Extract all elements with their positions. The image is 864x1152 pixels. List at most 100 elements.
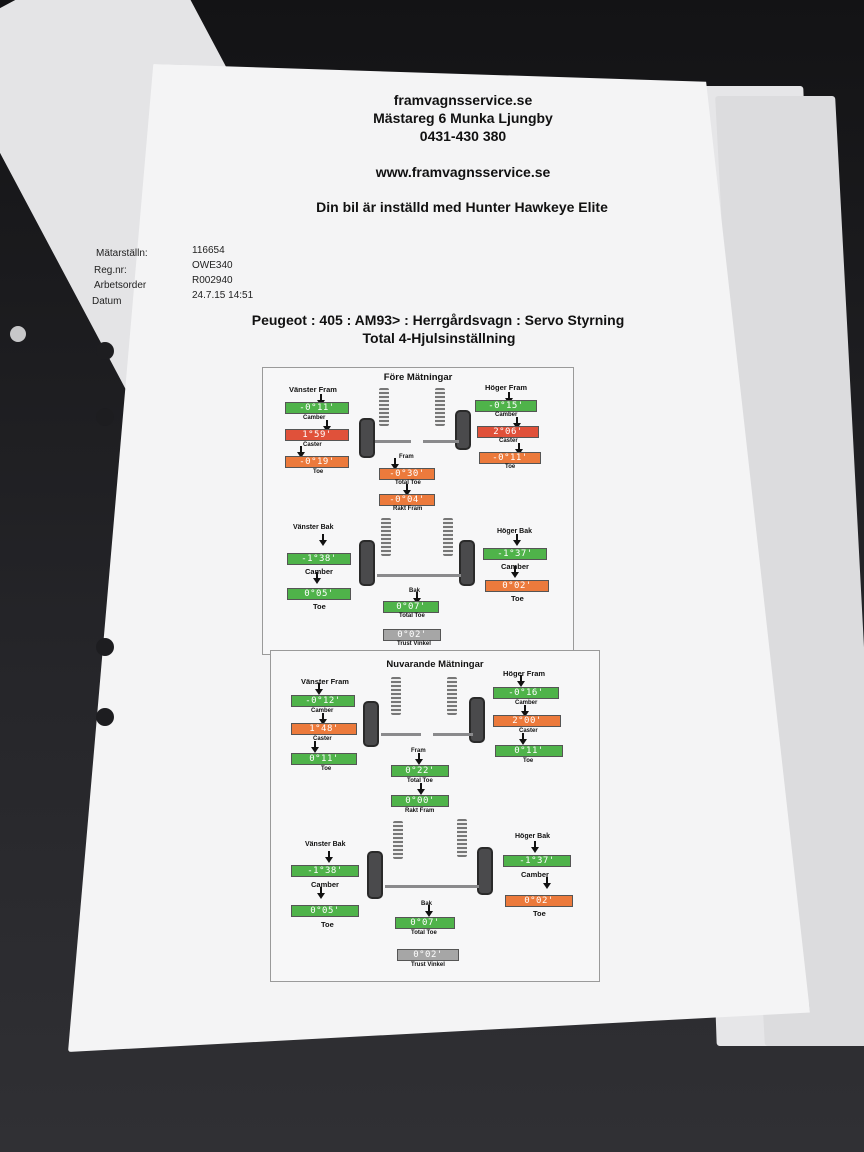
before-rl-camber-label: Camber xyxy=(305,567,333,576)
after-thrust-label: Trust Vinkel xyxy=(411,962,445,968)
before-straight-ahead-label: Rakt Fram xyxy=(393,506,423,512)
after-panel-title: Nuvarande Mätningar xyxy=(386,659,484,670)
before-rr-toe-gauge: 0°02' xyxy=(485,580,549,592)
after-front-label: Fram xyxy=(411,748,426,754)
before-rl-toe-label: Toe xyxy=(313,602,326,611)
arrow-icon xyxy=(425,905,433,917)
before-thrust-label: Trust Vinkel xyxy=(397,641,431,647)
after-thrust-gauge: 0°02' xyxy=(397,949,459,961)
after-rl-toe-label: Toe xyxy=(321,920,334,929)
punch-hole xyxy=(96,638,114,656)
before-fr-caster-gauge: 2°06' xyxy=(477,426,539,438)
punch-hole xyxy=(96,408,114,426)
company-website: www.framvagnsservice.se xyxy=(375,164,551,180)
after-straight-ahead-label: Rakt Fram xyxy=(405,808,435,814)
after-rl-toe-gauge: 0°05' xyxy=(291,905,359,917)
after-front-total-toe-label: Total Toe xyxy=(407,778,433,784)
front-right-strut xyxy=(435,388,445,426)
punch-hole xyxy=(10,326,26,342)
before-straight-ahead-gauge: -0°04' xyxy=(379,494,435,506)
after-fr-caster-label: Caster xyxy=(519,728,538,734)
arrow-icon xyxy=(417,783,425,795)
front-right-strut xyxy=(447,677,457,715)
after-front-left-label: Vänster Fram xyxy=(301,677,349,686)
rear-left-wheel xyxy=(367,851,383,899)
rear-left-strut xyxy=(393,821,403,859)
arrow-icon xyxy=(319,534,327,546)
before-rear-label: Bak xyxy=(409,588,421,594)
meta-label-regnr: Reg.nr: xyxy=(94,265,127,276)
before-panel-title: Före Mätningar xyxy=(383,372,453,383)
rear-axle xyxy=(377,574,461,577)
after-rear-total-toe-gauge: 0°07' xyxy=(395,917,455,929)
front-right-arm xyxy=(423,440,459,443)
before-fl-caster-label: Caster xyxy=(303,442,322,448)
before-front-label: Fram xyxy=(399,454,414,460)
arrow-icon xyxy=(297,446,305,458)
before-fr-camber-gauge: -0°15' xyxy=(475,400,537,412)
after-rl-camber-gauge: -1°38' xyxy=(291,865,359,877)
before-rear-total-toe-label: Total Toe xyxy=(399,613,425,619)
before-front-total-toe-gauge: -0°30' xyxy=(379,468,435,480)
after-fl-camber-label: Camber xyxy=(311,708,334,714)
meta-label-odometer: Mätarställn: xyxy=(96,248,148,259)
company-phone: 0431-430 380 xyxy=(419,128,507,144)
arrow-icon xyxy=(403,484,411,496)
arrow-icon xyxy=(531,841,539,853)
meta-label-date: Datum xyxy=(92,296,122,307)
arrow-icon xyxy=(391,458,399,470)
front-right-wheel xyxy=(455,410,471,450)
vehicle-subtitle: Total 4-Hjulsinställning xyxy=(362,330,516,346)
vehicle-title: Peugeot : 405 : AM93> : Herrgårdsvagn : … xyxy=(251,312,625,328)
before-front-left-label: Vänster Fram xyxy=(289,385,337,394)
front-left-wheel xyxy=(359,418,375,458)
after-fr-camber-gauge: -0°16' xyxy=(493,687,559,699)
arrow-icon xyxy=(511,566,519,578)
before-thrust-gauge: 0°02' xyxy=(383,629,441,641)
front-left-arm xyxy=(375,440,411,443)
before-fr-caster-label: Caster xyxy=(499,438,518,444)
punch-hole xyxy=(96,342,114,360)
after-rear-label: Bak xyxy=(421,901,433,907)
after-fr-toe-label: Toe xyxy=(523,758,534,764)
before-rl-camber-gauge: -1°38' xyxy=(287,553,351,565)
arrow-icon xyxy=(319,713,327,725)
meta-value-workorder: R002940 xyxy=(192,275,233,286)
after-rear-right-label: Höger Bak xyxy=(515,833,551,840)
meta-value-regnr: OWE340 xyxy=(192,260,233,271)
before-fr-camber-label: Camber xyxy=(495,412,518,418)
company-name: framvagnsservice.se xyxy=(393,92,533,108)
front-right-arm xyxy=(433,733,473,736)
rear-left-strut xyxy=(381,518,391,556)
after-fr-camber-label: Camber xyxy=(515,700,538,706)
after-fl-caster-label: Caster xyxy=(313,736,332,742)
after-rear-total-toe-label: Total Toe xyxy=(411,930,437,936)
before-measurements-panel: Före Mätningar Vänster Fram Höger Fram -… xyxy=(262,367,574,655)
front-left-strut xyxy=(391,677,401,715)
arrow-icon xyxy=(317,887,325,899)
after-rr-toe-gauge: 0°02' xyxy=(505,895,573,907)
after-fl-toe-label: Toe xyxy=(321,766,332,772)
after-fr-toe-gauge: 0°11' xyxy=(495,745,563,757)
before-fl-caster-gauge: 1°59' xyxy=(285,429,349,441)
front-left-arm xyxy=(381,733,421,736)
before-rear-right-label: Höger Bak xyxy=(497,528,533,535)
punch-hole xyxy=(96,708,114,726)
meta-value-odometer: 116654 xyxy=(192,245,225,256)
rear-right-wheel xyxy=(459,540,475,586)
before-front-right-label: Höger Fram xyxy=(485,383,528,392)
before-fr-toe-gauge: -0°11' xyxy=(479,452,541,464)
before-fl-toe-gauge: -0°19' xyxy=(285,456,349,468)
after-fr-caster-gauge: 2°00' xyxy=(493,715,561,727)
after-measurements-panel: Nuvarande Mätningar Vänster Fram Höger F… xyxy=(270,650,600,982)
before-rear-left-label: Vänster Bak xyxy=(293,524,334,531)
arrow-icon xyxy=(313,572,321,584)
arrow-icon xyxy=(415,753,423,765)
report-tagline: Din bil är inställd med Hunter Hawkeye E… xyxy=(316,199,608,215)
after-fl-camber-gauge: -0°12' xyxy=(291,695,355,707)
after-rr-camber-gauge: -1°37' xyxy=(503,855,571,867)
after-rr-camber-label: Camber xyxy=(521,870,549,879)
arrow-icon xyxy=(513,534,521,546)
after-fl-toe-gauge: 0°11' xyxy=(291,753,357,765)
before-fl-camber-gauge: -0°11' xyxy=(285,402,349,414)
